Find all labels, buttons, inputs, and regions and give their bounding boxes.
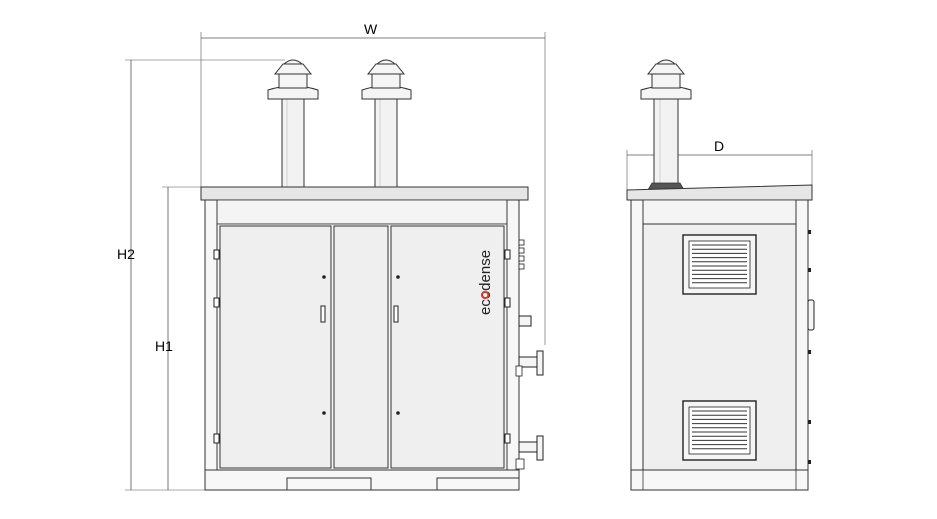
- door-middle: [333, 225, 389, 469]
- door-left: [219, 225, 332, 469]
- brand-logo: ecodense: [477, 250, 494, 315]
- dimension-d-label: D: [714, 138, 724, 154]
- brand-logo-accent: [480, 290, 490, 300]
- vent-bottom: [682, 400, 757, 461]
- door-handle-left: [320, 305, 326, 323]
- front-connectors: [515, 239, 544, 470]
- dimension-h1-label: H1: [155, 338, 173, 354]
- dimension-h1: H1: [155, 186, 205, 490]
- front-doors: [213, 225, 511, 469]
- door-handle-right: [393, 305, 399, 323]
- door-right: [390, 225, 505, 469]
- front-view: W H2 H1: [117, 21, 546, 491]
- chimney-left: [267, 59, 319, 190]
- brand-logo-text: ecodense: [477, 250, 494, 315]
- dimension-h2: H2: [117, 59, 285, 491]
- vent-top: [682, 234, 757, 295]
- side-roof: [626, 184, 813, 201]
- side-view: D: [626, 59, 815, 491]
- dimension-w-label: W: [364, 21, 378, 37]
- dimension-h2-label: H2: [117, 246, 135, 262]
- chimney-side: [640, 59, 692, 191]
- chimney-right: [361, 59, 412, 190]
- front-roof: [200, 186, 529, 201]
- dimension-w: W: [200, 21, 546, 345]
- side-fittings: [807, 230, 815, 464]
